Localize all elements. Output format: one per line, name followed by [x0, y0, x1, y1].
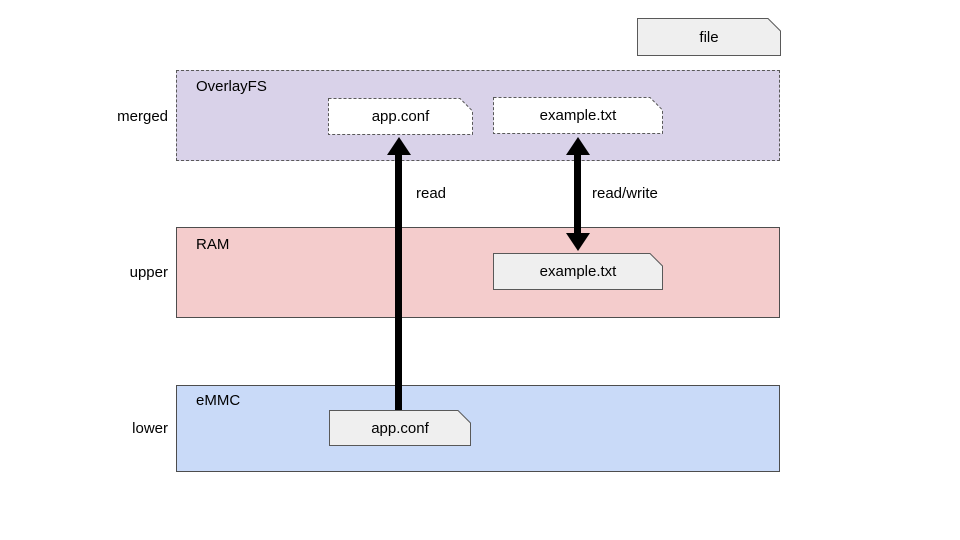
upper-layer-band: [176, 227, 780, 318]
merged-example-txt-file: example.txt: [493, 97, 663, 134]
merged-app-conf-file: app.conf: [328, 98, 473, 135]
read-write-arrow-up-head-icon: [566, 137, 590, 155]
lower-layer-band: [176, 385, 780, 472]
merged-app-conf-label: app.conf: [371, 108, 430, 125]
read-write-arrow-down-head-icon: [566, 233, 590, 251]
read-arrow-head-icon: [387, 137, 411, 155]
merged-layer-band: [176, 70, 780, 161]
legend-file-label: file: [699, 28, 719, 46]
upper-example-txt-file: example.txt: [493, 253, 663, 290]
row-label-lower: lower: [132, 420, 168, 437]
upper-layer-title: RAM: [196, 236, 230, 253]
upper-example-txt-label: example.txt: [539, 263, 617, 280]
file-shape-outline: [493, 253, 663, 290]
merged-example-txt-label: example.txt: [539, 107, 617, 124]
read-arrow-shaft: [395, 153, 402, 410]
read-write-arrow-label: read/write: [592, 185, 658, 202]
merged-layer-title: OverlayFS: [196, 78, 267, 95]
row-label-merged: merged: [117, 108, 168, 125]
file-shape-outline: [328, 98, 473, 135]
legend-file-shape: file: [637, 18, 781, 56]
file-shape-outline: [329, 410, 471, 446]
lower-layer-title: eMMC: [196, 392, 241, 409]
lower-app-conf-file: app.conf: [329, 410, 471, 446]
lower-app-conf-label: app.conf: [371, 419, 429, 437]
read-write-arrow-shaft: [574, 153, 581, 235]
read-arrow-label: read: [416, 185, 447, 202]
file-shape-outline: [637, 18, 781, 56]
row-label-upper: upper: [129, 264, 168, 281]
file-shape-outline: [493, 97, 663, 134]
